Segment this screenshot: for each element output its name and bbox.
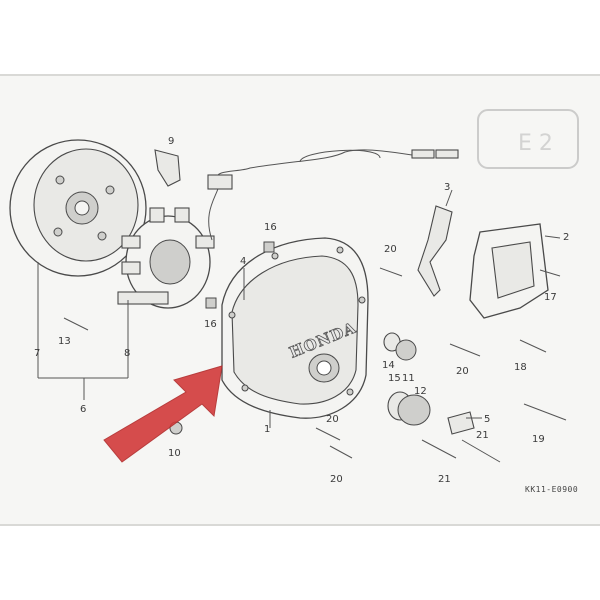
callout-4: 4 xyxy=(240,256,246,267)
callout-19: 19 xyxy=(532,434,545,445)
callout-16b: 16 xyxy=(204,319,217,330)
callout-13: 13 xyxy=(58,336,71,347)
callout-21a: 21 xyxy=(476,430,489,441)
callout-20a: 20 xyxy=(384,244,397,255)
callout-3: 3 xyxy=(444,182,450,193)
callout-11: 11 xyxy=(402,373,415,384)
wire-harness xyxy=(208,149,413,241)
sprocket-cover-inner xyxy=(491,241,535,299)
wire-connector-b xyxy=(435,149,459,159)
callout-labels: 1 2 3 4 5 6 7 8 9 10 11 12 13 14 15 16 1… xyxy=(34,136,569,485)
callout-2: 2 xyxy=(563,232,569,243)
corner-fragment-text: E 2 xyxy=(518,131,553,156)
callout-18: 18 xyxy=(514,362,527,373)
corner-fragment: E 2 xyxy=(477,109,579,169)
red-arrow-pointer xyxy=(103,365,223,463)
callout-14: 14 xyxy=(382,360,395,371)
callout-7: 7 xyxy=(34,348,40,359)
callout-21b: 21 xyxy=(438,474,451,485)
callout-10: 10 xyxy=(168,448,181,459)
callout-20c: 20 xyxy=(326,414,339,425)
bearing-assembly xyxy=(397,394,431,426)
callout-9: 9 xyxy=(168,136,174,147)
wire-harness-loop xyxy=(299,149,381,163)
callout-8: 8 xyxy=(124,348,130,359)
crankcase-cover: HONDA xyxy=(221,237,369,419)
flywheel xyxy=(9,139,147,277)
reference-code: KK11-E0900 xyxy=(525,485,578,494)
callout-12: 12 xyxy=(414,386,427,397)
leader-lines xyxy=(37,189,561,428)
wire-grommet xyxy=(207,174,233,190)
cap xyxy=(395,339,417,361)
callout-20b: 20 xyxy=(456,366,469,377)
stator xyxy=(117,207,215,309)
callout-15: 15 xyxy=(388,373,401,384)
callout-5: 5 xyxy=(484,414,490,425)
callout-16a: 16 xyxy=(264,222,277,233)
callout-17: 17 xyxy=(544,292,557,303)
bracket xyxy=(417,205,453,297)
wire-clip xyxy=(154,149,181,187)
callout-20d: 20 xyxy=(330,474,343,485)
callout-1: 1 xyxy=(264,424,270,435)
wire-connector-a xyxy=(411,149,435,159)
callout-6: 6 xyxy=(80,404,86,415)
